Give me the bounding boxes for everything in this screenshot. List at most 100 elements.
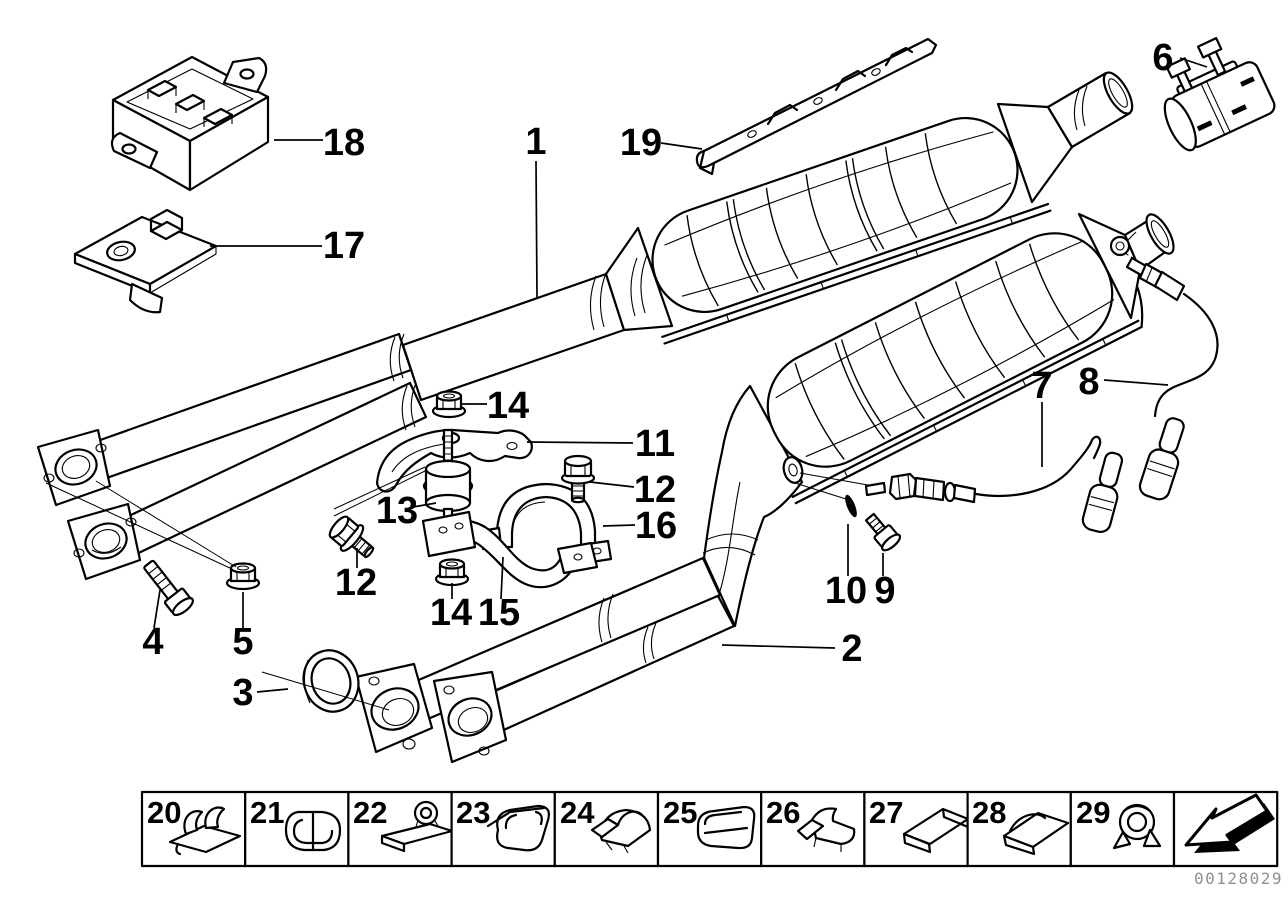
leader-line (500, 556, 504, 600)
callout-part-4[interactable]: 4 (142, 589, 164, 663)
callout-label-10: 10 (825, 570, 867, 612)
legend-label-20: 20 (147, 795, 181, 830)
clamp-icon-28 (1002, 811, 1070, 856)
legend-label-28: 28 (972, 795, 1006, 830)
leader-line (1179, 57, 1208, 68)
leader-line (660, 142, 703, 150)
callout-part-3[interactable]: 3 (232, 672, 289, 714)
callout-label-3: 3 (232, 672, 253, 714)
callout-part-1[interactable]: 1 (525, 121, 547, 298)
clamp-strap-15-drawing (421, 510, 599, 589)
callout-label-7: 7 (1031, 365, 1052, 407)
legend-cell-22[interactable]: 22 (347, 790, 454, 868)
oxygen-sensor-8-drawing (1125, 256, 1219, 501)
clamp-icon-26 (796, 807, 856, 852)
callout-part-14-top[interactable]: 14 (462, 385, 529, 427)
oxygen-sensor-7-drawing (864, 435, 1124, 534)
callout-label-18: 18 (323, 122, 365, 164)
bolt-4-drawing (143, 559, 194, 617)
o-ring-10-drawing (845, 494, 857, 518)
legend-label-22: 22 (353, 795, 387, 830)
exhaust-assembly-1-drawing (36, 71, 1134, 581)
leader-line (412, 502, 437, 508)
flange-nut-14-bottom-drawing (434, 558, 470, 587)
callout-part-18[interactable]: 18 (274, 122, 365, 164)
callout-label-11: 11 (635, 423, 675, 465)
callout-part-14-bottom[interactable]: 14 (430, 583, 472, 634)
legend-cell-25[interactable]: 25 (656, 790, 763, 868)
callout-label-4: 4 (142, 621, 163, 663)
legend-label-27: 27 (869, 795, 903, 830)
alignment-pointer-lines (45, 252, 1137, 711)
callout-part-11[interactable]: 11 (526, 423, 675, 465)
sensor-boss (782, 456, 804, 484)
clamp-icon-29 (1112, 803, 1162, 850)
callout-part-9[interactable]: 9 (874, 553, 896, 612)
callout-label-14-bottom: 14 (430, 592, 472, 634)
legend-label-24: 24 (560, 795, 595, 830)
callout-part-12-right[interactable]: 12 (589, 469, 676, 511)
callout-label-12-right: 12 (634, 469, 676, 511)
callout-label-8: 8 (1078, 361, 1099, 403)
legend-label-29: 29 (1076, 795, 1110, 830)
bolt-12-right-drawing (560, 454, 596, 504)
clamp-icon-24 (590, 808, 652, 854)
callout-part-13[interactable]: 13 (376, 490, 437, 532)
callout-part-19[interactable]: 19 (620, 122, 703, 164)
leader-line (721, 644, 836, 649)
callout-part-7[interactable]: 7 (1031, 365, 1053, 467)
callout-label-19: 19 (620, 122, 662, 164)
callout-part-17[interactable]: 17 (210, 225, 365, 267)
legend-cell-nav[interactable] (1172, 790, 1279, 868)
legend-label-26: 26 (766, 795, 800, 830)
callout-part-15[interactable]: 15 (478, 556, 520, 634)
nav-back-arrow-icon (1184, 793, 1275, 853)
callout-label-1: 1 (525, 121, 546, 163)
callout-label-13: 13 (376, 490, 418, 532)
leader-line (589, 481, 635, 488)
callout-label-12-left: 12 (335, 562, 377, 604)
leader-line (1103, 379, 1169, 386)
callout-label-14-top: 14 (487, 385, 529, 427)
leader-line (256, 688, 289, 693)
legend-row: 20 21 22 (140, 790, 1279, 868)
callout-part-12-left[interactable]: 12 (335, 548, 377, 604)
callout-part-16[interactable]: 16 (602, 505, 677, 547)
legend-label-21: 21 (250, 795, 284, 830)
callout-label-2: 2 (841, 628, 862, 670)
leader-line (526, 441, 634, 444)
exhaust-assembly-2-drawing (354, 212, 1175, 764)
callout-part-8[interactable]: 8 (1078, 361, 1169, 403)
leader-line (153, 589, 161, 629)
legend-label-25: 25 (663, 795, 697, 830)
callouts-layer: 18 17 1 19 6 14 11 12 (142, 37, 1208, 714)
callout-label-15: 15 (478, 592, 520, 634)
heat-shield-rail-19-drawing (695, 37, 938, 176)
callout-part-5[interactable]: 5 (232, 592, 254, 663)
support-bracket-11-drawing (375, 428, 533, 493)
legend-cell-27[interactable]: 27 (863, 790, 970, 868)
bolt-12-left-drawing (323, 510, 382, 567)
screw-9-drawing (864, 512, 902, 552)
clamp-icon-23 (486, 804, 550, 852)
clamp-icon-20 (168, 806, 242, 856)
callout-label-6: 6 (1152, 37, 1173, 79)
callout-part-6[interactable]: 6 (1152, 37, 1208, 79)
legend-cell-24[interactable]: 24 (553, 790, 660, 868)
nut-5-drawing (225, 562, 261, 591)
callout-part-2[interactable]: 2 (721, 628, 863, 670)
legend-cell-20[interactable]: 20 (140, 790, 247, 868)
legend-cell-29[interactable]: 29 (1069, 790, 1176, 868)
diagram-number: 00128029 (1194, 869, 1283, 888)
legend-cell-28[interactable]: 28 (966, 790, 1072, 868)
legend-cell-23[interactable]: 23 (450, 790, 556, 868)
legend-label-23: 23 (456, 795, 490, 830)
legend-cell-21[interactable]: 21 (244, 790, 350, 868)
clamp-icon-21 (284, 810, 342, 852)
clamp-icon-25 (696, 805, 756, 850)
legend-cell-26[interactable]: 26 (760, 790, 866, 868)
leader-line (535, 160, 538, 298)
callout-part-10[interactable]: 10 (825, 524, 867, 612)
callout-label-17: 17 (323, 225, 365, 267)
